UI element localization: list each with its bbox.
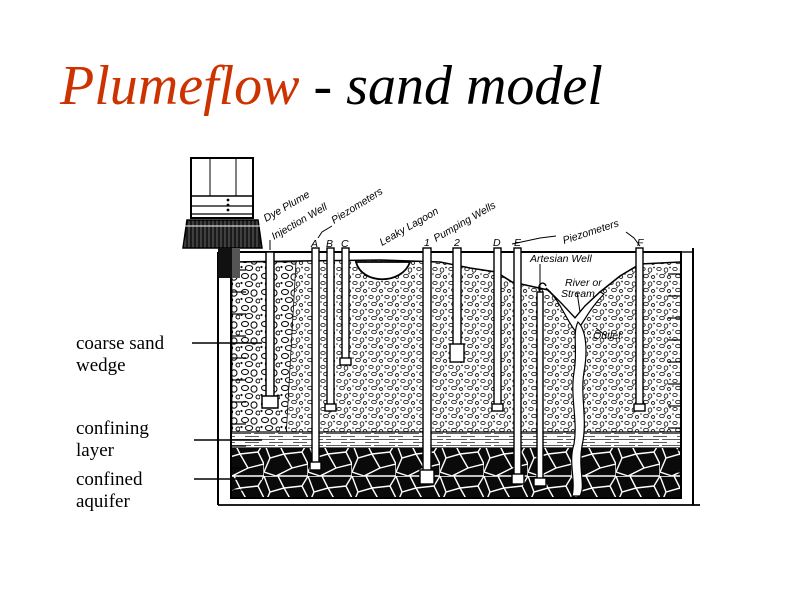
label-coarse-sand-wedge: coarse sand wedge xyxy=(76,333,164,377)
label-river: River or xyxy=(565,277,602,289)
label-F: F xyxy=(637,237,644,249)
piezometers-abc xyxy=(309,247,352,471)
confining-layer xyxy=(231,432,681,448)
side-label-pointers xyxy=(192,342,262,480)
confined-line-1: confined xyxy=(76,469,143,490)
label-confining-layer: confining layer xyxy=(76,418,149,462)
label-piezometers-right: Piezometers xyxy=(561,217,621,247)
title-rest: - sand model xyxy=(299,55,603,117)
label-A: A xyxy=(310,238,318,250)
label-artesian-well: Artesian Well xyxy=(529,253,592,265)
label-confined-aquifer: confined aquifer xyxy=(76,469,142,513)
pumping-wells xyxy=(419,247,465,485)
piezometers-def xyxy=(491,247,646,485)
title-accent: Plumeflow xyxy=(60,55,300,117)
label-piezometers-left: Piezometers xyxy=(329,185,385,226)
label-outlet: Outlet xyxy=(593,330,622,342)
label-pumping-wells: Pumping Wells xyxy=(432,199,499,245)
injection-apparatus xyxy=(182,157,263,278)
confining-line-1: confining xyxy=(76,418,149,439)
label-E: E xyxy=(514,237,522,249)
label-leaky-lagoon: Leaky Lagoon xyxy=(378,205,441,248)
label-well-1: 1 xyxy=(424,237,430,249)
label-D: D xyxy=(493,237,501,249)
label-B: B xyxy=(326,238,333,250)
slide-title: Plumeflow - sand model xyxy=(60,58,603,114)
leader-lines xyxy=(269,225,641,337)
coarse-sand-wedge xyxy=(231,261,297,439)
coarse-line-2: wedge xyxy=(76,355,126,376)
dye-plume xyxy=(571,320,587,497)
confining-line-2: layer xyxy=(76,440,114,461)
leaky-lagoon xyxy=(354,261,412,281)
coarse-line-1: coarse sand xyxy=(76,333,165,354)
label-well-2: 2 xyxy=(453,237,460,249)
label-C: C xyxy=(341,238,349,250)
sand-surface-void xyxy=(231,252,681,318)
right-scale-ticks xyxy=(668,273,681,473)
label-stream: Stream xyxy=(561,288,595,300)
injection-well-pipe xyxy=(261,251,279,409)
confined-aquifer xyxy=(231,448,681,498)
left-scale-ticks xyxy=(231,269,246,491)
confined-line-2: aquifer xyxy=(76,491,130,512)
